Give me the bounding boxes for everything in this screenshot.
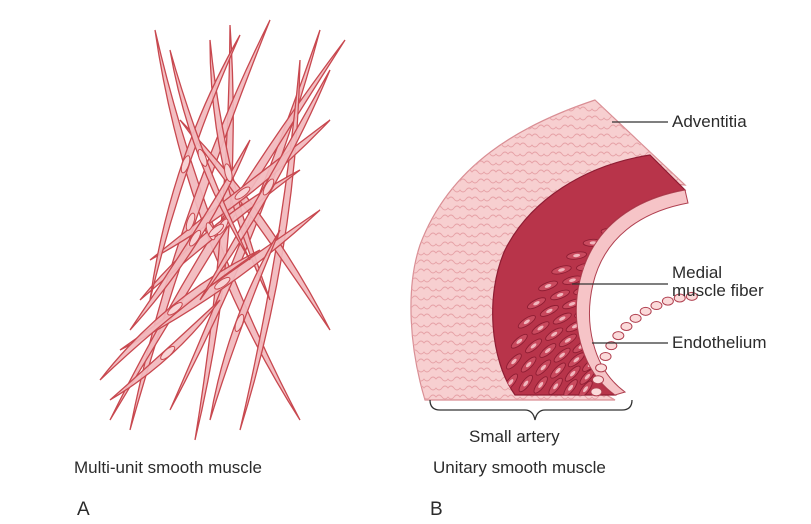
medial-cell: [608, 276, 628, 284]
medial-cell: [622, 268, 642, 277]
adventitia-squiggle: [400, 98, 700, 102]
endothelial-cell: [591, 388, 602, 396]
medial-cell-nucleus: [632, 303, 639, 306]
endothelial-cell: [651, 302, 662, 310]
endothelial-cell: [613, 332, 624, 340]
medial-cell: [625, 232, 646, 243]
medial-cell-nucleus: [666, 209, 674, 215]
medial-cell: [664, 235, 685, 249]
medial-cell-nucleus: [614, 243, 621, 247]
medial-cell: [605, 296, 626, 306]
endothelial-cell: [596, 364, 607, 372]
medial-cell-nucleus: [632, 235, 639, 239]
medial-cell: [595, 285, 616, 295]
medial-cell-nucleus: [673, 254, 681, 260]
medial-cell: [600, 264, 620, 272]
medial-cell-nucleus: [607, 266, 614, 269]
fiber-nucleus: [159, 344, 177, 361]
medial-cell-nucleus: [689, 237, 697, 243]
adventitia-label: Adventitia: [672, 112, 747, 132]
panel-b-caption: Unitary smooth muscle: [433, 458, 606, 478]
medial-cell-nucleus: [669, 224, 677, 230]
panel-a-letter: A: [77, 499, 90, 521]
medial-cell-nucleus: [604, 328, 612, 333]
medial-cell-nucleus: [662, 272, 670, 277]
medial-cell: [617, 289, 637, 297]
medial-cell: [595, 305, 616, 317]
medial-cell-nucleus: [601, 309, 609, 314]
adventitia-squiggle: [400, 107, 700, 111]
medial-cell: [643, 225, 664, 238]
small-artery-bracket: [430, 400, 632, 420]
medial-cell: [631, 246, 652, 257]
small-artery-diagram: [400, 98, 705, 420]
medial-cell-nucleus: [622, 310, 629, 314]
medial-cell-nucleus: [689, 252, 697, 258]
medial-cell: [647, 288, 668, 299]
endothelial-cell: [621, 322, 632, 330]
medial-cell-nucleus: [648, 277, 655, 281]
medial-cell-nucleus: [650, 229, 658, 234]
medial-cell-nucleus: [612, 299, 619, 303]
medial-cell-nucleus: [687, 207, 695, 213]
medial-cell: [681, 202, 702, 218]
medial-cell-nucleus: [615, 278, 622, 281]
medial-cell: [629, 281, 649, 290]
medial-cell: [667, 250, 688, 264]
medial-cell: [615, 254, 635, 263]
panel-b-letter: B: [430, 499, 443, 521]
medial-cell-nucleus: [591, 298, 599, 303]
medial-cell: [683, 247, 704, 263]
medial-cell: [651, 254, 672, 267]
small-artery-label: Small artery: [469, 427, 560, 447]
medial-label-line2: muscle fiber: [672, 282, 764, 300]
medial-label-line1: Medial: [672, 264, 722, 282]
endothelium-label: Endothelium: [672, 333, 767, 353]
medial-cell-nucleus: [602, 288, 609, 292]
medial-cell: [636, 260, 657, 271]
endothelial-cell: [600, 352, 611, 360]
medial-cell: [662, 220, 683, 234]
endothelial-cell: [630, 314, 641, 322]
medial-cell: [642, 274, 663, 285]
medial-cell-nucleus: [592, 319, 600, 324]
medial-cell-nucleus: [643, 297, 650, 301]
medial-cell-nucleus: [643, 263, 650, 267]
medial-cell-nucleus: [654, 291, 661, 295]
medial-cell-nucleus: [654, 243, 662, 248]
medial-cell-nucleus: [671, 239, 679, 245]
medial-cell-nucleus: [658, 258, 666, 263]
medial-cell-nucleus: [612, 319, 620, 324]
medial-cell-nucleus: [623, 291, 630, 294]
medial-cell-nucleus: [688, 222, 696, 228]
medial-cell-nucleus: [622, 257, 629, 261]
panel-a-caption: Multi-unit smooth muscle: [74, 458, 262, 478]
medial-cell: [682, 232, 703, 248]
medial-cell: [636, 294, 656, 303]
medial-cell-nucleus: [637, 249, 644, 253]
multi-unit-muscle-bundle: [100, 20, 345, 440]
endothelial-cell: [592, 376, 603, 384]
medial-cell: [681, 217, 702, 233]
medial-cell-nucleus: [629, 270, 636, 274]
endothelial-cell: [640, 307, 651, 315]
medial-cell: [647, 239, 668, 252]
